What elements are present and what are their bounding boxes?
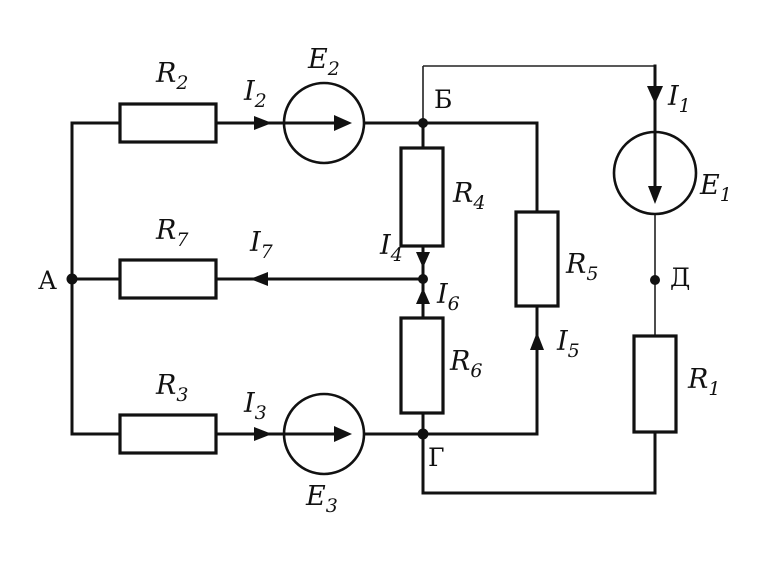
label-i6: I6 — [436, 279, 460, 315]
resistor-r5 — [514, 210, 560, 308]
junctions — [66, 118, 660, 440]
junction-b — [418, 118, 428, 128]
label-e3: E3 — [305, 481, 338, 517]
resistor-r3 — [118, 413, 218, 455]
e2-arrow-icon — [334, 115, 352, 131]
source-labels: E2 E3 E1 — [305, 44, 732, 517]
label-e1: E1 — [699, 170, 732, 206]
source-e1 — [612, 130, 698, 216]
label-r7: R7 — [155, 215, 189, 251]
i6-arrow-icon — [416, 288, 430, 304]
resistor-r7 — [118, 258, 218, 300]
i2-arrow-icon — [254, 116, 272, 130]
node-labels: А Б Г Д — [38, 85, 690, 472]
label-i3: I3 — [243, 388, 267, 424]
resistor-r4 — [399, 146, 445, 248]
node-label-g: Г — [428, 443, 445, 472]
junction-d — [650, 275, 660, 285]
label-i4: I4 — [379, 230, 403, 266]
label-r6: R6 — [449, 346, 482, 382]
label-r1: R1 — [687, 364, 720, 400]
e1-arrow-icon — [648, 186, 662, 204]
resistor-r6 — [399, 316, 445, 415]
i4-arrow-icon — [416, 252, 430, 268]
junction-mid — [418, 274, 428, 284]
source-e2 — [282, 81, 366, 165]
label-r3: R3 — [155, 370, 188, 406]
node-label-a: А — [38, 266, 57, 295]
node-label-d: Д — [670, 263, 690, 292]
resistor-r1 — [632, 334, 678, 434]
e3-arrow-icon — [334, 426, 352, 442]
sources — [282, 81, 698, 476]
resistor-r2 — [118, 102, 218, 144]
label-r5: R5 — [565, 249, 598, 285]
label-i2: I2 — [243, 76, 267, 112]
resistors — [118, 102, 678, 455]
label-e2: E2 — [307, 44, 340, 80]
node-label-b: Б — [434, 85, 452, 114]
junction-a — [66, 273, 78, 285]
wires — [70, 64, 657, 495]
i5-arrow-icon — [530, 332, 544, 350]
current-labels: I2 I7 I3 I4 I6 I5 I1 — [243, 76, 691, 424]
label-i7: I7 — [249, 227, 274, 263]
i3-arrow-icon — [254, 427, 272, 441]
label-r4: R4 — [452, 178, 485, 214]
source-e3 — [282, 392, 366, 476]
i7-arrow-icon — [250, 272, 268, 286]
resistor-labels: R2 R7 R3 R4 R5 R6 R1 — [155, 58, 720, 406]
i1-arrow-icon — [647, 86, 663, 104]
label-i5: I5 — [556, 326, 580, 362]
junction-g — [417, 428, 429, 440]
current-arrows — [250, 86, 663, 441]
label-r2: R2 — [155, 58, 188, 94]
label-i1: I1 — [667, 81, 691, 117]
